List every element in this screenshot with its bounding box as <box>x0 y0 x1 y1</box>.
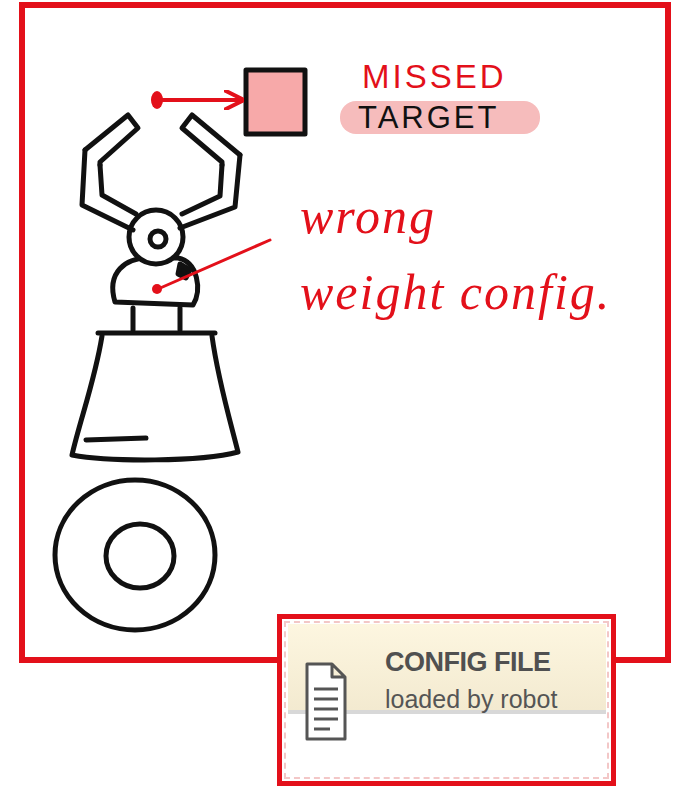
node-heading: CONFIG FILE <box>385 649 551 676</box>
document-line <box>314 688 338 691</box>
outer-frame <box>22 5 668 660</box>
body-outline <box>72 336 238 460</box>
leader-dot <box>152 284 162 294</box>
wrap-spacer <box>475 178 665 238</box>
document-line <box>314 728 330 731</box>
robot-neck <box>133 308 180 330</box>
handwritten-note: wrong weight config. <box>300 188 611 320</box>
left-claw <box>85 115 138 165</box>
robot-eye <box>150 231 166 247</box>
right-arm-outer <box>180 155 240 228</box>
node-subtext: loaded by robot <box>385 687 557 712</box>
left-arm-inner <box>100 165 136 214</box>
text-highlight <box>340 101 540 134</box>
document-icon <box>302 659 352 749</box>
right-arm-inner <box>182 165 222 214</box>
wheel-hub <box>106 524 174 588</box>
document-line <box>314 708 338 711</box>
target-square <box>246 70 305 134</box>
body-line <box>86 438 146 440</box>
robot-head <box>129 210 183 264</box>
leader-line <box>158 240 270 289</box>
label-container: MISSED <box>362 57 562 97</box>
config-file-box: CONFIG FILE loaded by robot <box>277 614 616 786</box>
body-top <box>98 331 215 336</box>
document-line <box>314 698 338 701</box>
label-container: TARGET <box>358 99 558 137</box>
document-page <box>307 664 345 739</box>
annotation-text: MISSED <box>362 58 507 95</box>
label-container: wrong weight config. <box>300 178 665 330</box>
document-line <box>314 718 338 721</box>
robot-drawing <box>55 115 240 630</box>
right-claw <box>182 115 240 165</box>
wheel-outer <box>55 480 215 630</box>
annotation-text: TARGET <box>358 100 499 135</box>
left-arm-outer <box>82 150 133 230</box>
miss-arrow <box>162 98 240 102</box>
